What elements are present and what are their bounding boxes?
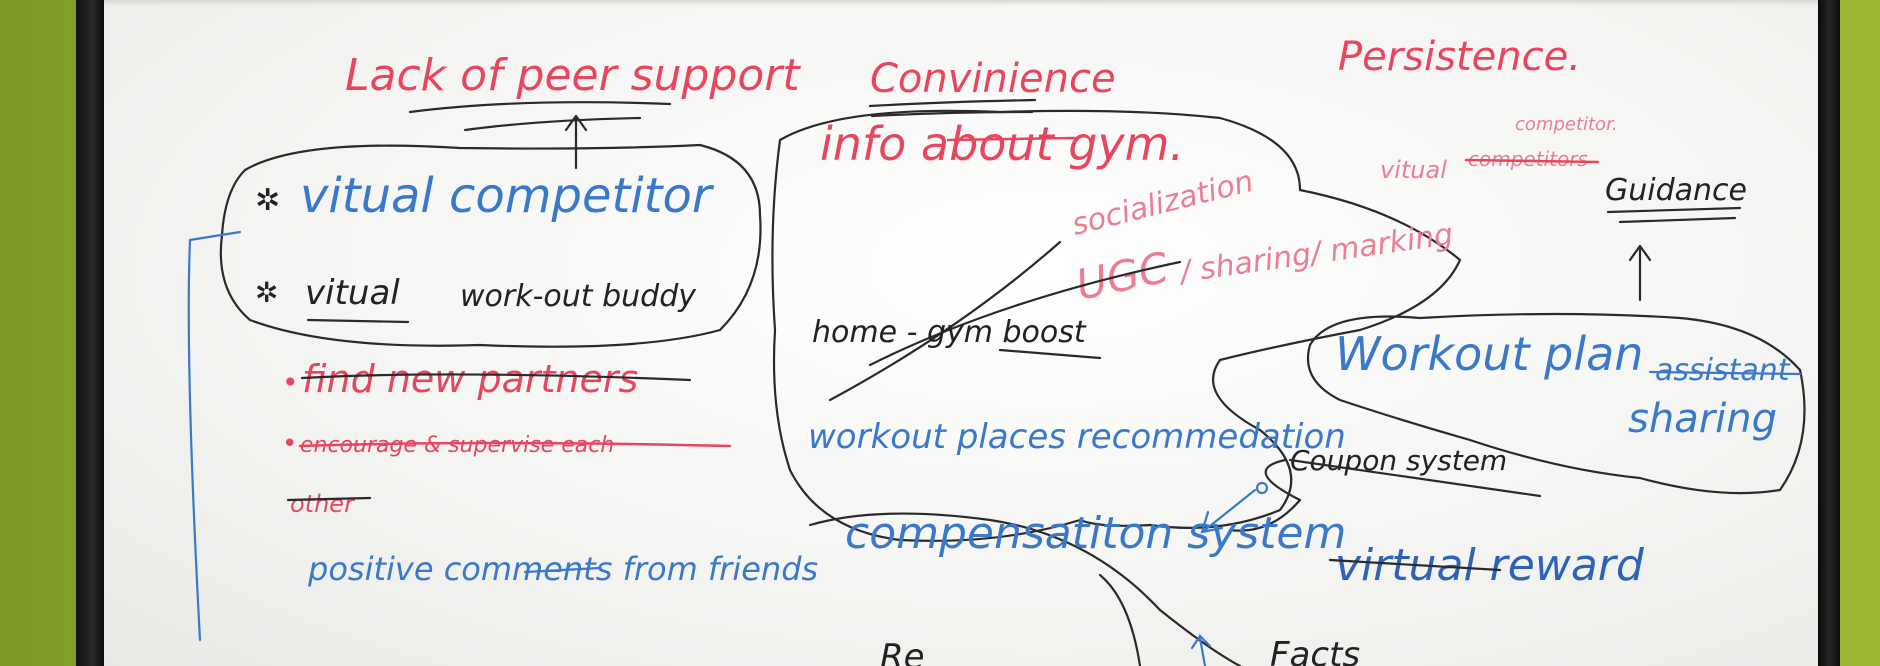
arrow-up-guidance-icon xyxy=(1628,244,1652,302)
label-guidance: Guidance xyxy=(1605,173,1747,208)
strike-virtual-reward xyxy=(1328,558,1502,572)
whiteboard-frame-left xyxy=(76,0,104,666)
strike-assistant xyxy=(1648,370,1802,376)
left-cluster-outline xyxy=(219,143,762,348)
strike-competitors xyxy=(1464,158,1600,164)
strike-home-gym xyxy=(998,348,1102,360)
header-lack-of-peer-support: Lack of peer support xyxy=(345,50,801,101)
label-workout-buddy: work-out buddy xyxy=(460,279,697,314)
label-socialization: socialization xyxy=(1068,164,1256,243)
label-virtual-small: vitual xyxy=(1380,156,1447,184)
underline-peer-support-2 xyxy=(463,116,642,132)
label-assistant-struck: assistant xyxy=(1655,353,1791,388)
strike-other xyxy=(286,496,372,502)
underline-guidance xyxy=(1606,206,1742,224)
label-facts: Facts xyxy=(1270,635,1360,666)
label-workout-places: workout places recommedation xyxy=(808,417,1346,457)
line-socialization xyxy=(828,240,1062,402)
label-sharing: sharing xyxy=(1628,396,1777,442)
arrow-up-facts-icon xyxy=(1190,634,1212,666)
coupon-outline xyxy=(1228,458,1302,532)
strike-about xyxy=(946,136,1077,142)
label-virtual-reward: virtual reward xyxy=(1335,540,1645,591)
header-convinience: Convinience xyxy=(870,56,1116,102)
lower-cluster-outline xyxy=(808,512,1242,666)
underline-peer-support xyxy=(408,101,672,114)
label-info-about-gym: info about gym. xyxy=(820,117,1184,171)
header-persistence: Persistence. xyxy=(1338,34,1581,80)
underline-virtual xyxy=(306,318,410,324)
label-coupon-system: Coupon system xyxy=(1290,444,1507,477)
strike-encourage xyxy=(298,441,732,448)
label-find-new-partners: find new partners xyxy=(302,357,638,401)
label-compensation-system: compensatiton system xyxy=(845,508,1346,559)
line-ugc xyxy=(868,260,1182,367)
underline-convinience xyxy=(868,98,1037,108)
strike-comments xyxy=(523,566,602,574)
arrow-head-coupon xyxy=(1255,481,1269,495)
bullet-2: • xyxy=(282,429,297,459)
arrow-up-peer-icon xyxy=(564,114,588,170)
label-other: other xyxy=(290,490,356,518)
label-partial-re: Re xyxy=(880,637,925,666)
label-competitor-small: competitor. xyxy=(1515,114,1618,135)
label-virtual-competitor: vitual competitor xyxy=(300,168,715,224)
lower-cluster-outline-2 xyxy=(1098,573,1142,666)
label-sharing-marking: / sharing/ marking xyxy=(1175,217,1455,290)
label-virtual-a: vitual xyxy=(305,273,400,313)
strike-coupon xyxy=(1288,458,1542,498)
label-workout-plan: Workout plan xyxy=(1335,327,1643,381)
right-cluster-outline xyxy=(1306,312,1806,495)
star-icon-1: ✲ xyxy=(255,183,280,218)
whiteboard-top-edge xyxy=(104,0,1818,6)
label-competitors-struck: competitors xyxy=(1468,147,1588,171)
arrow-coupon xyxy=(1203,488,1257,532)
label-home-gym-boost: home - gym boost xyxy=(812,315,1087,350)
star-icon-2: ✲ xyxy=(255,276,278,309)
middle-cluster-outline xyxy=(771,109,1462,542)
left-blue-connector xyxy=(187,230,242,642)
bullet-1: • xyxy=(282,366,299,399)
whiteboard-frame-right xyxy=(1818,0,1840,666)
arrow-head-coupon-2 xyxy=(1200,510,1224,534)
strike-find-partners xyxy=(300,373,692,382)
